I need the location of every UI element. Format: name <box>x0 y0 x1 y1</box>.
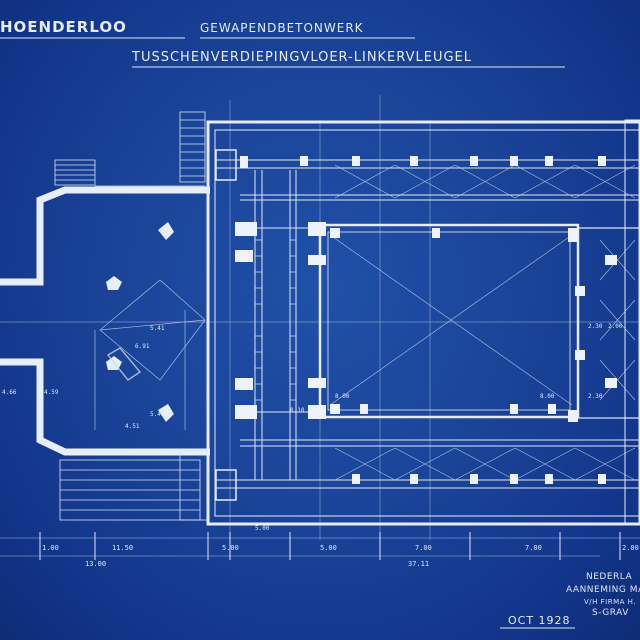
dim-label: 8.00 <box>540 393 555 400</box>
dim-label: 2.30 <box>588 323 603 330</box>
upper-staircase <box>54 111 206 187</box>
firm-line-2: AANNEMING MA <box>566 585 640 595</box>
left-wing-walls <box>0 186 210 456</box>
dim-label: 7.00 <box>415 544 432 552</box>
column-hatching <box>255 239 296 401</box>
firm-line-3: V/H FIRMA H. <box>584 598 637 606</box>
title-rules <box>0 37 575 629</box>
dim-label: 5.41 <box>150 411 165 418</box>
cross-bracing <box>329 164 636 481</box>
dim-label: 8.10 <box>290 407 305 414</box>
dim-label: 4.51 <box>125 423 140 430</box>
dim-label: 6.91 <box>135 343 150 350</box>
dim-label: 5.00 <box>255 525 270 532</box>
firm-line-4: S-GRAV <box>592 608 629 618</box>
central-void <box>318 223 580 419</box>
drawing-title-subject: TUSSCHENVERDIEPINGVLOER-LINKERVLEUGEL <box>132 50 472 65</box>
wall-upper <box>0 186 210 286</box>
dim-label: 2.00 <box>608 323 623 330</box>
drawing-date: OCT 1928 <box>508 614 571 627</box>
dimension-labels: 1.00 11.50 5.00 5.00 5.00 7.00 7.00 2.00… <box>2 323 639 568</box>
main-building-outline <box>206 120 640 526</box>
dim-label: 4.59 <box>44 389 59 396</box>
dim-label: 7.00 <box>525 544 542 552</box>
dim-label: 5.00 <box>222 544 239 552</box>
lower-staircase <box>59 449 209 521</box>
dim-label: 2.30 <box>588 393 603 400</box>
right-stair-block <box>577 227 640 419</box>
beam-lines <box>215 159 640 489</box>
dim-label: 8.00 <box>335 393 350 400</box>
dim-label: 13.00 <box>85 560 106 568</box>
wall-lower <box>0 358 210 456</box>
column-marker <box>158 222 174 240</box>
dim-label: 5.41 <box>150 325 165 332</box>
column-marker <box>106 276 122 290</box>
drawing-title-place: HOENDERLOO <box>0 18 127 36</box>
dim-label: 1.00 <box>42 544 59 552</box>
dim-label: 11.50 <box>112 544 133 552</box>
dim-label: 2.00 <box>622 544 639 552</box>
dim-label: 5.00 <box>320 544 337 552</box>
firm-line-1: NEDERLA <box>586 572 633 582</box>
column-marker <box>158 404 174 422</box>
dim-label: 37.11 <box>408 560 429 568</box>
drawing-title-trade: GEWAPENDBETONWERK <box>200 21 364 35</box>
dim-label: 4.66 <box>2 389 17 396</box>
dimension-ticks <box>39 532 621 560</box>
column-blocks <box>215 119 640 525</box>
